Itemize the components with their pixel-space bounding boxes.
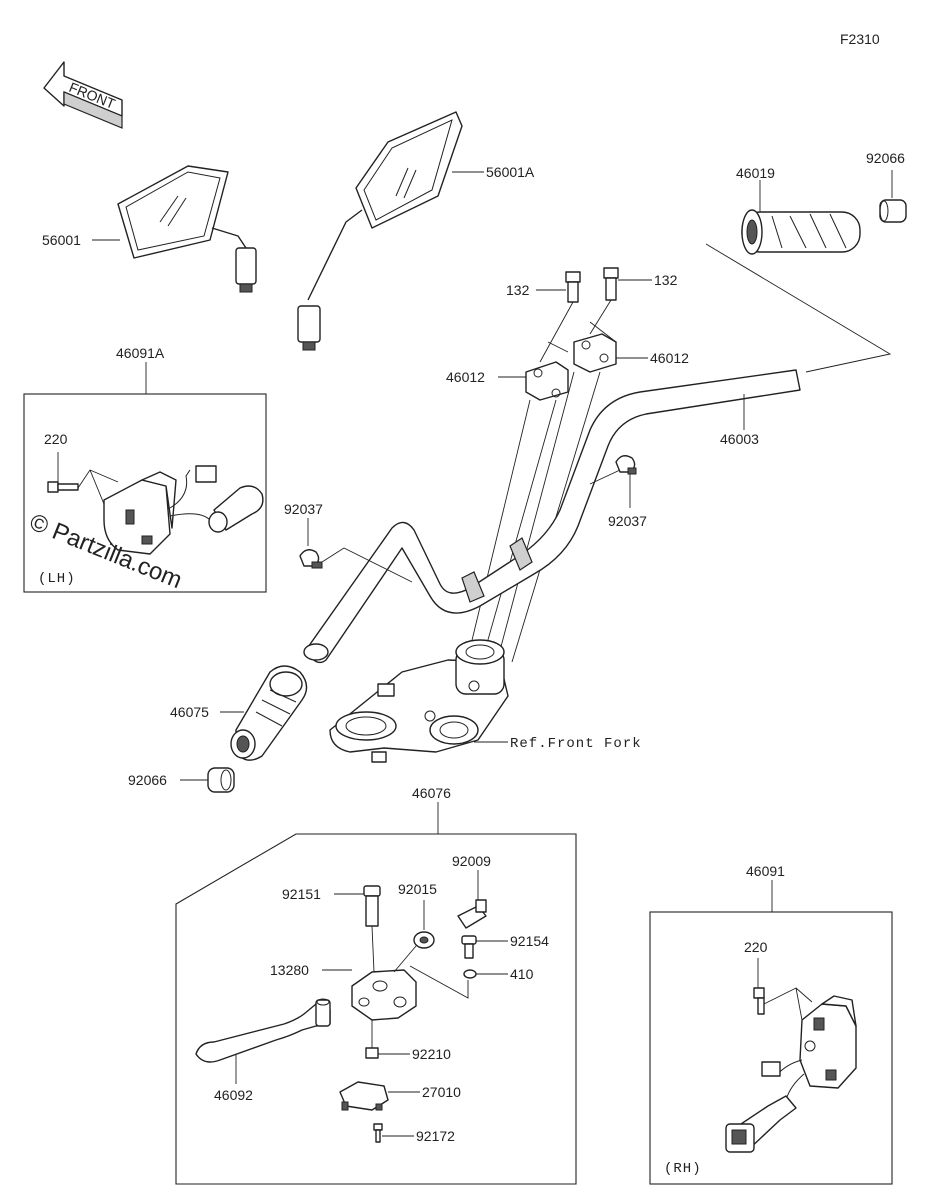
end-cap-right: [879, 199, 907, 223]
label-grip-right: 46019: [736, 165, 775, 181]
end-cap-left: [207, 767, 235, 793]
switch-rh: [725, 995, 857, 1153]
label-switch-27010: 27010: [422, 1084, 461, 1100]
grip-right: [741, 209, 861, 255]
box-switch-rh: [649, 911, 893, 1185]
bracket-13280: [351, 969, 417, 1021]
triple-clamp: [329, 639, 509, 763]
label-grip-left: 46075: [170, 704, 209, 720]
nut-92210: [365, 1047, 379, 1059]
switch-27010: [339, 1081, 389, 1111]
label-collar-92015: 92015: [398, 881, 437, 897]
leader-clamp-left: [321, 547, 413, 583]
label-bolt-92151: 92151: [282, 886, 321, 902]
label-switch-rh: 46091: [746, 863, 785, 879]
diagram-code: F2310: [840, 31, 880, 47]
tag-lh: (LH): [38, 571, 76, 587]
switch-lh: [103, 465, 264, 555]
label-clamp-right: 92037: [608, 513, 647, 529]
holder-left: [525, 361, 569, 401]
label-screw-92172: 92172: [416, 1128, 455, 1144]
label-holder-left: 46012: [446, 369, 485, 385]
guide-grip-right: [705, 243, 892, 373]
mirror-left: [117, 165, 257, 293]
grip-left: [230, 665, 308, 761]
screw-92154: [461, 935, 477, 959]
label-end-cap-right: 92066: [866, 150, 905, 166]
label-clamp-left: 92037: [284, 501, 323, 517]
label-screw-92154: 92154: [510, 933, 549, 949]
label-mirror-left: 56001: [42, 232, 81, 248]
label-screw-rh: 220: [744, 939, 768, 955]
clamp-right: [615, 455, 637, 475]
handlebar: [303, 369, 801, 664]
box-lever-assy: [175, 833, 577, 1185]
guide-screw-lh: [77, 469, 119, 505]
mirror-right: [297, 111, 463, 351]
label-adjuster-92009: 92009: [452, 853, 491, 869]
label-mirror-right: 56001A: [486, 164, 535, 180]
guide-screw-rh: [763, 987, 813, 1021]
lever-guide-lines: [371, 925, 469, 1050]
label-holder-right: 46012: [650, 350, 689, 366]
bolt-right: [603, 267, 619, 301]
label-switch-lh: 46091A: [116, 345, 165, 361]
collar-92015: [413, 931, 435, 949]
screw-rh: [753, 987, 765, 1015]
bolt-left: [565, 271, 581, 303]
label-nut-92210: 92210: [412, 1046, 451, 1062]
clamp-left: [299, 549, 323, 569]
bolt-92151: [363, 885, 381, 927]
label-bracket-13280: 13280: [270, 962, 309, 978]
screw-lh: [47, 481, 79, 493]
screw-92172: [373, 1123, 383, 1143]
label-lever-46092: 46092: [214, 1087, 253, 1103]
label-washer-410: 410: [510, 966, 534, 982]
adjuster-92009: [457, 899, 487, 929]
washer-410: [463, 969, 477, 979]
tag-rh: (RH): [664, 1161, 702, 1177]
front-arrow-icon: FRONT: [43, 61, 123, 129]
label-end-cap-left: 92066: [128, 772, 167, 788]
label-lever-assy: 46076: [412, 785, 451, 801]
holder-right: [573, 333, 617, 373]
box-switch-lh: [23, 393, 267, 593]
label-screw-lh: 220: [44, 431, 68, 447]
label-bolt-left: 132: [506, 282, 530, 298]
lever-46092: [195, 998, 331, 1063]
leader-clamp-right-bar: [589, 469, 621, 485]
label-bolt-right: 132: [654, 272, 678, 288]
label-ref-front-fork: Ref.Front Fork: [510, 736, 642, 752]
label-handlebar: 46003: [720, 431, 759, 447]
